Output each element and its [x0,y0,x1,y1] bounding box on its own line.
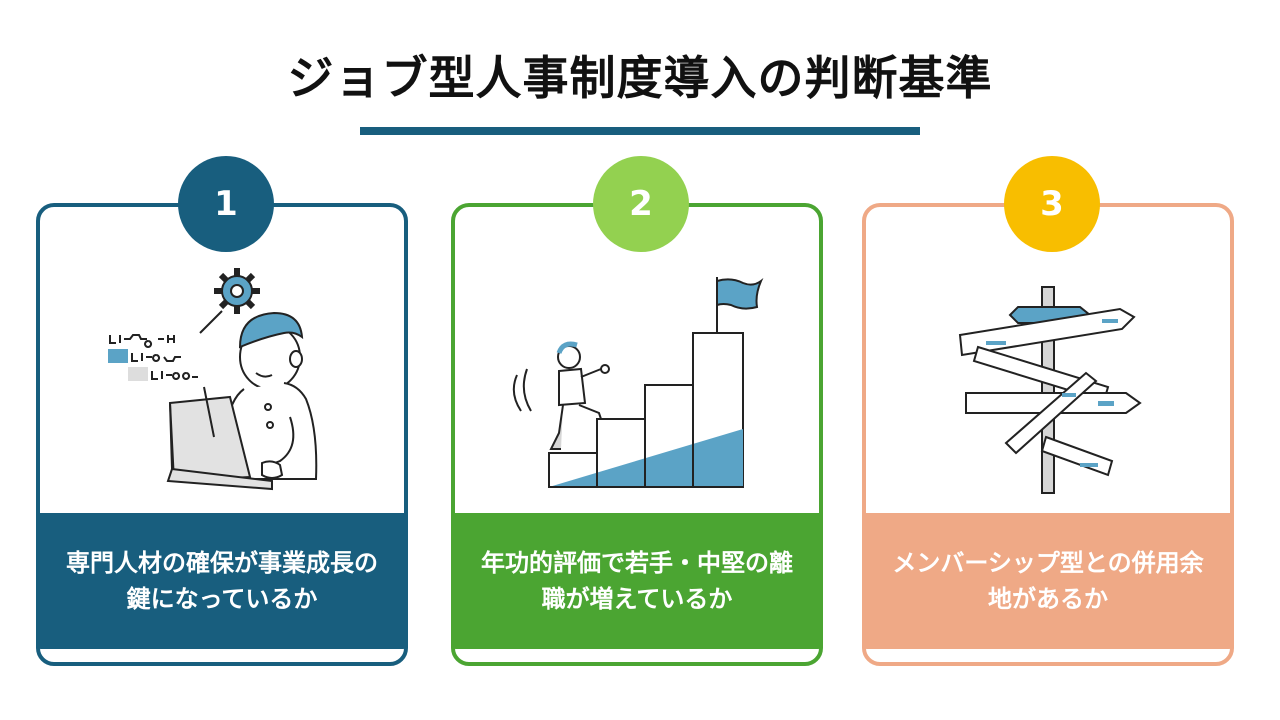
criterion-text-1: 専門人材の確保が事業成長の鍵になっているか [40,513,404,649]
person-climbing-stairs-flag-icon [512,277,764,488]
criterion-text-3: メンバーシップ型との併用余地があるか [866,513,1230,649]
title-underline [360,127,920,135]
criterion-text-2: 年功的評価で若手・中堅の離職が増えているか [455,513,819,649]
criterion-number-3: 3 [1004,156,1100,252]
criterion-number-1: 1 [178,156,274,252]
criterion-card-3: メンバーシップ型との併用余地があるか [862,203,1234,666]
criterion-card-1: 専門人材の確保が事業成長の鍵になっているか [36,203,408,666]
criterion-number-2: 2 [593,156,689,252]
page-title: ジョブ型人事制度導入の判断基準 [287,51,993,105]
criterion-card-2: 年功的評価で若手・中堅の離職が増えているか [451,203,823,666]
person-coding-laptop-gear-icon [108,268,318,491]
signpost-arrows-icon [958,286,1142,494]
